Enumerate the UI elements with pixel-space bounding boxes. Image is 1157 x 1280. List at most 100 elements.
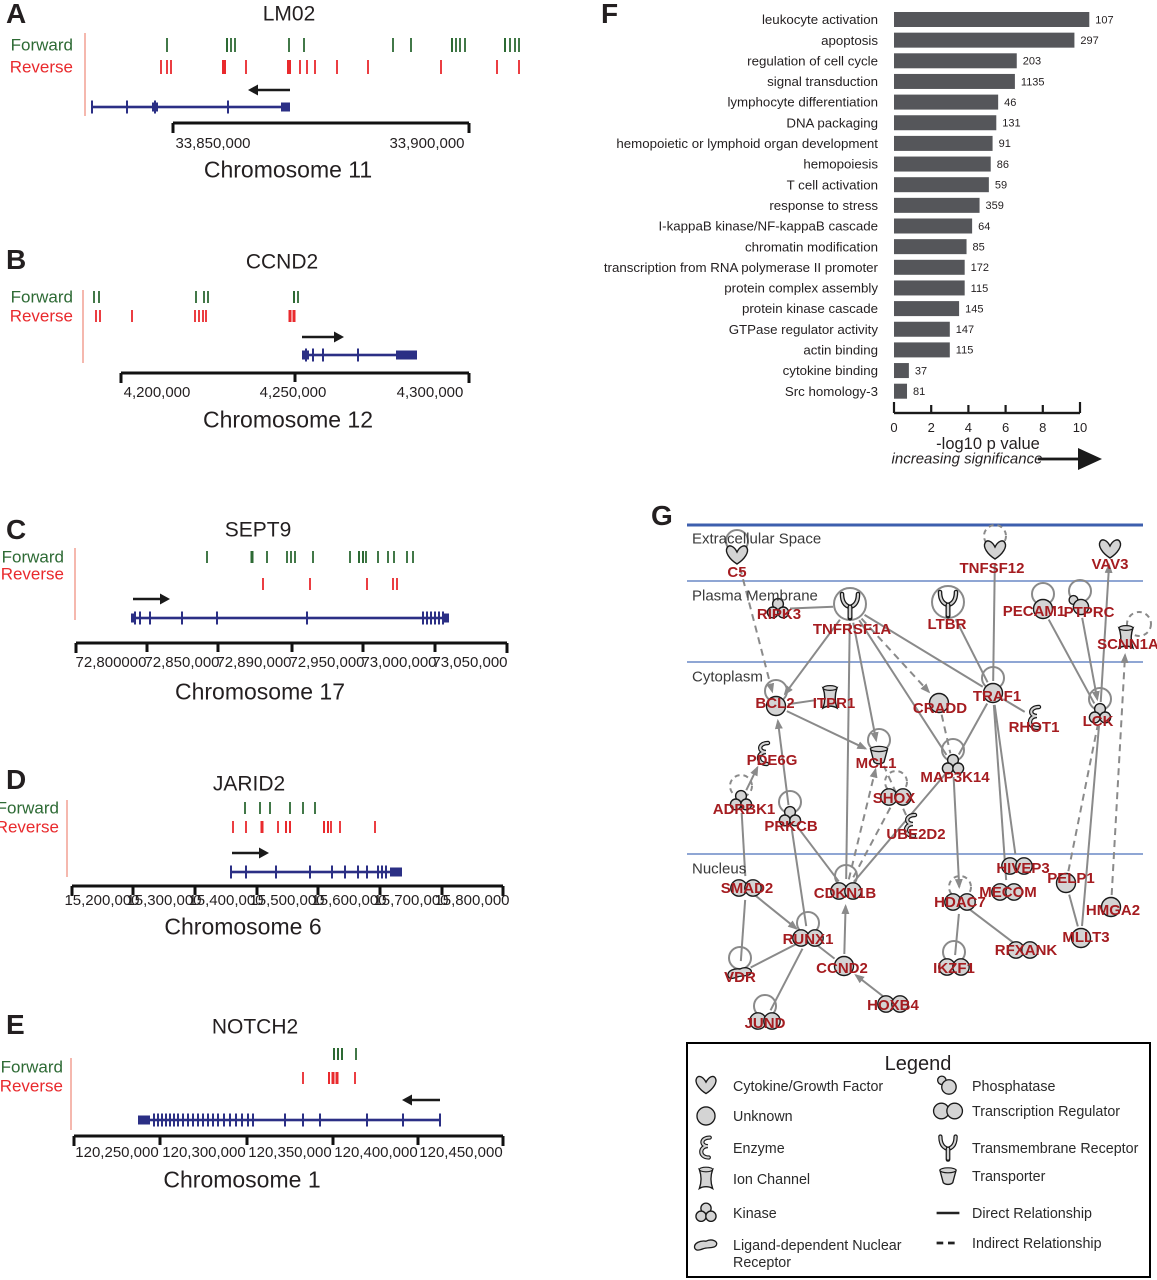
- gene-title-jarid2: JARID2: [212, 772, 286, 796]
- bar: [894, 156, 991, 172]
- bar-count: 115: [971, 283, 989, 295]
- gene-title-sept9: SEPT9: [224, 518, 292, 542]
- legend-item-label: Receptor: [733, 1255, 791, 1271]
- direct-relationship-edge: [845, 622, 851, 880]
- direct-relationship-edge: [786, 710, 868, 750]
- scale-label: 4,300,000: [397, 384, 464, 401]
- axis-tick: [892, 402, 896, 413]
- exon-tick: [430, 611, 432, 625]
- unknown-glyph-icon: [696, 1106, 716, 1126]
- exon-block: [396, 350, 417, 360]
- unknown-glyph-icon: [1032, 598, 1054, 620]
- exon-tick: [252, 1113, 254, 1127]
- scale-label: 15,200,000: [64, 892, 139, 909]
- gene-model-line: [92, 105, 290, 109]
- indirect-relationship-edge: [850, 807, 892, 881]
- legend-box: [686, 1042, 1151, 1278]
- compartment-label-extracellular: Extracellular Space: [692, 530, 822, 548]
- forward-tick: [195, 291, 197, 303]
- exon-tick: [357, 865, 359, 879]
- node-label-BCL2: BCL2: [755, 695, 794, 712]
- direct-relationship-edge: [1081, 725, 1100, 927]
- exon-tick: [344, 865, 346, 879]
- node-label-SCNN1A: SCNN1A: [1097, 636, 1157, 653]
- node-label-RFXANK: RFXANK: [995, 942, 1058, 959]
- forward-tick: [459, 38, 461, 52]
- direct-relationship-edge: [853, 773, 946, 883]
- reverse-tick: [289, 821, 291, 833]
- direct-relationship-edge: [1099, 562, 1113, 703]
- forward-tick: [266, 551, 268, 563]
- forward-tick: [259, 802, 261, 814]
- genome-panel-E: [70, 1048, 505, 1146]
- reverse-tick: [392, 578, 394, 590]
- exon-tick: [181, 611, 183, 625]
- legend-item-label: Phosphatase: [972, 1079, 1056, 1095]
- direct-relationship-edge: [992, 704, 1008, 881]
- node-label-MECOM: MECOM: [979, 884, 1037, 901]
- node-label-CRADD: CRADD: [913, 700, 967, 717]
- bar-count: 145: [965, 303, 983, 315]
- tr-glyph-icon: [932, 1102, 964, 1120]
- enzyme-glyph-icon: [903, 812, 918, 839]
- bar: [894, 12, 1090, 27]
- node-label-ADRBK1: ADRBK1: [713, 801, 776, 818]
- scale-label: 120,450,000: [419, 1144, 502, 1161]
- tr-glyph-icon: [1001, 857, 1033, 875]
- forward-tick: [410, 38, 412, 52]
- reverse-tick: [306, 60, 308, 74]
- direct-relationship-edge: [1081, 617, 1100, 702]
- kinase-glyph-icon: [695, 1202, 717, 1223]
- exon-tick: [126, 100, 128, 114]
- self-loop: [948, 875, 972, 899]
- direct-relationship-edge: [796, 825, 840, 883]
- scale-label: 33,900,000: [389, 135, 464, 152]
- exon-tick: [366, 865, 368, 879]
- node-label-JUND: JUND: [745, 1015, 786, 1032]
- forward-strand-label: Forward: [0, 798, 59, 818]
- scale-label: 120,350,000: [248, 1144, 331, 1161]
- exon-block: [443, 613, 449, 623]
- direct-relationship-edge: [739, 899, 747, 962]
- exon-tick: [192, 1113, 194, 1127]
- node-label-RUNX1: RUNX1: [783, 931, 834, 948]
- exon-tick: [366, 1113, 368, 1127]
- tr-glyph-icon: [880, 788, 912, 806]
- node-label-PDE6G: PDE6G: [747, 752, 798, 769]
- panel-letter-c: C: [6, 514, 27, 545]
- indirect-relationship-edge: [940, 714, 952, 754]
- bar-category-label: regulation of cell cycle: [747, 53, 878, 68]
- reverse-tick: [222, 60, 226, 74]
- exon-tick: [216, 611, 218, 625]
- axis-tick: [1078, 402, 1082, 413]
- forward-tick: [314, 802, 316, 814]
- panel-letter-b: B: [6, 244, 27, 275]
- indirect-relationship-edge: [860, 617, 931, 694]
- bar-category-label: protein kinase cascade: [742, 301, 878, 316]
- forward-tick: [203, 291, 205, 303]
- direct-relationship-edge: [750, 942, 798, 969]
- node-label-UBE2D2: UBE2D2: [886, 826, 945, 843]
- gene-model-line: [140, 1118, 440, 1122]
- direct-relationship-edge: [816, 944, 836, 960]
- exon-tick: [439, 1113, 441, 1127]
- reverse-tick: [440, 60, 442, 74]
- reverse-tick: [262, 578, 264, 590]
- self-loop: [884, 770, 908, 794]
- panel-letter-e: E: [6, 1009, 25, 1040]
- node-label-C5: C5: [727, 564, 746, 581]
- exon-tick: [149, 611, 151, 625]
- reverse-tick: [354, 1072, 356, 1084]
- reverse-tick: [518, 60, 520, 74]
- bar-category-label: I-kappaB kinase/NF-kappaB cascade: [658, 219, 878, 234]
- exon-tick: [312, 348, 314, 362]
- bar: [894, 73, 1015, 89]
- forward-tick: [406, 551, 408, 563]
- bar-count: 64: [978, 221, 990, 233]
- tr-glyph-icon: [730, 879, 762, 897]
- axis-tick: [930, 405, 933, 413]
- reverse-tick: [245, 821, 247, 833]
- node-label-HMGA2: HMGA2: [1086, 902, 1140, 919]
- forward-tick: [362, 551, 364, 563]
